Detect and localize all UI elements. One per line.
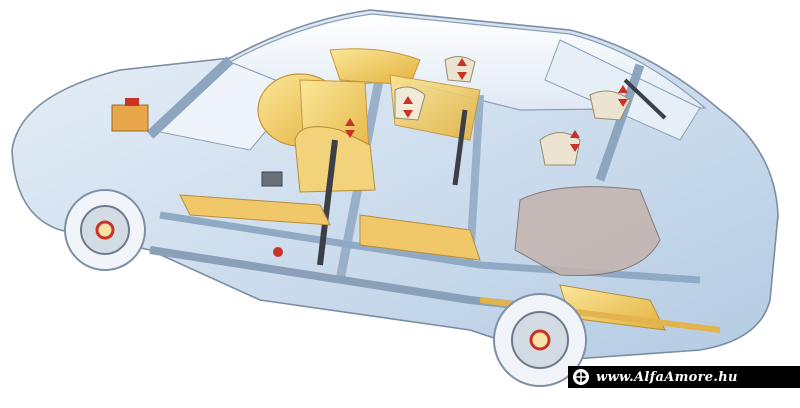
- seatbelt-front: [317, 139, 338, 266]
- floor-panel-rear: [359, 214, 481, 261]
- floor-panel: [179, 194, 331, 226]
- battery-top: [125, 98, 139, 106]
- sensor-marker: [273, 247, 283, 257]
- d-pillar: [595, 63, 645, 182]
- seatbelt-rear: [623, 78, 667, 120]
- c-pillar: [466, 94, 484, 261]
- floor-rail: [159, 211, 701, 284]
- watermark-text: www.AlfaAmore.hu: [596, 369, 738, 385]
- headrest-rear-left: [539, 132, 581, 166]
- seatbelt-middle: [452, 109, 468, 186]
- alfa-logo-icon: [573, 369, 589, 385]
- headrest-top: [444, 56, 476, 83]
- watermark-banner: www.AlfaAmore.hu: [568, 366, 800, 388]
- adjust-arrows: [345, 58, 628, 152]
- ecu-module: [261, 171, 283, 187]
- fuel-tank: [514, 186, 661, 277]
- a-pillar: [146, 56, 234, 139]
- rear-wheel: [493, 293, 587, 387]
- front-wheel: [64, 189, 146, 271]
- battery: [111, 104, 149, 132]
- headrest-rear-right: [589, 90, 631, 121]
